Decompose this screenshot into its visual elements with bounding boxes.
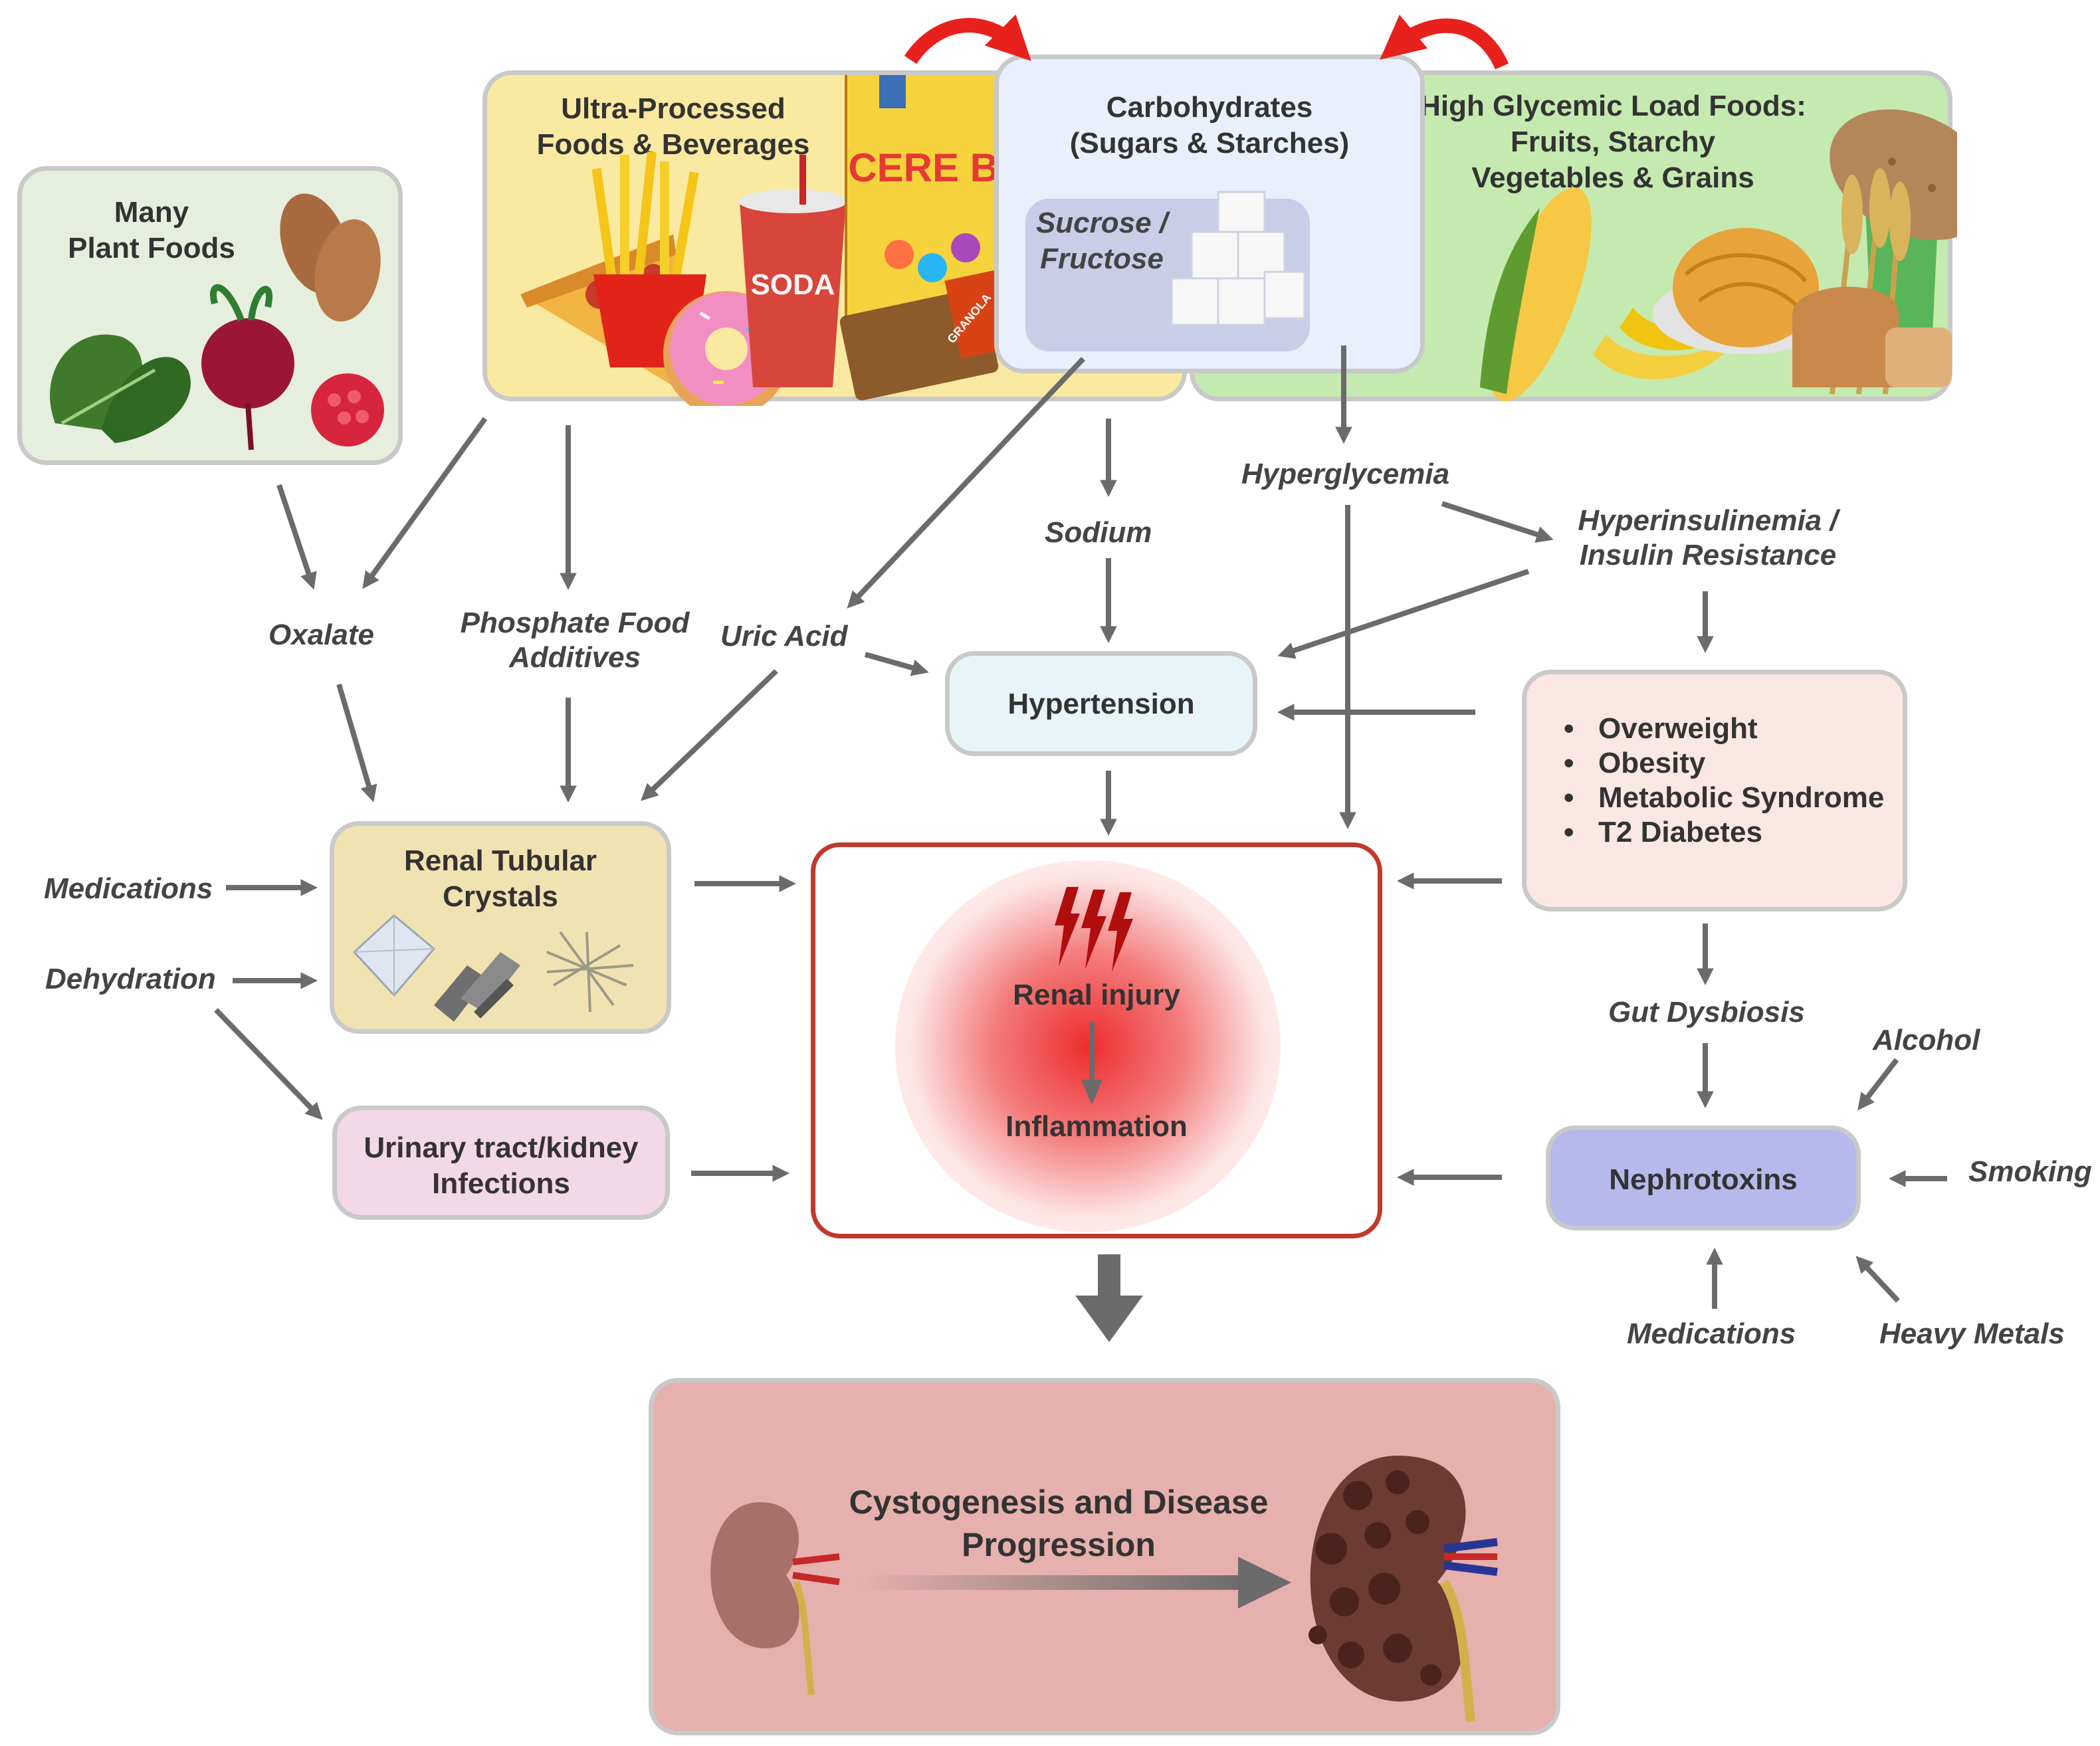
arrow-alcohol-to-nephrotoxins [1857,1058,1899,1111]
renal-crystals-box: Renal Tubular Crystals [330,821,671,1034]
progression-arrow [859,1557,1291,1608]
medications-right-label: Medications [1627,1317,1796,1350]
bread-icon [1792,286,1952,387]
arrow-uric-to-hypertension [864,652,929,676]
almond-icon [280,193,381,322]
cystogenesis-title: Cystogenesis and Disease Progression [849,1484,1269,1563]
hyperinsulinemia-label: Hyperinsulinemia / Insulin Resistance [1578,504,1838,571]
sodium-label: Sodium [1045,516,1152,549]
cystogenesis-box: Cystogenesis and Disease Progression [649,1378,1560,1735]
inflammation-label: Inflammation [1005,1110,1188,1143]
arrow-dehydration-to-infections [214,1008,323,1120]
medications-left-label: Medications [44,872,213,905]
carbohydrates-title: Carbohydrates (Sugars & Starches) [1069,91,1350,159]
phosphate-label: Phosphate Food Additives [460,607,690,674]
ultra-processed-title: Ultra-Processed Foods & Beverages [536,92,810,161]
beet-icon [201,284,294,450]
dehydration-label: Dehydration [45,963,216,995]
renal-injury-box: Renal injury Inflammation [811,842,1382,1238]
sugar-cubes-icon [1170,191,1306,326]
conditions-box: Overweight Obesity Metabolic Syndrome T2… [1522,670,1907,912]
raspberry-icon [311,373,384,446]
hypertension-box: Hypertension [945,651,1257,756]
sucrose-box: Sucrose / Fructose [1025,191,1310,351]
infections-box: Urinary tract/kidney Infections [332,1106,670,1220]
polycystic-kidney-icon [1309,1456,1498,1722]
oxalate-label: Oxalate [268,619,374,651]
renal-injury-label: Renal injury [1013,979,1180,1011]
condition-item: T2 Diabetes [1564,815,1884,850]
hyperglycemia-label: Hyperglycemia [1241,458,1450,490]
lightning-icon [1055,887,1133,972]
needle-crystal-icon [546,931,634,1013]
sucrose-label: Sucrose / Fructose [1035,207,1168,275]
carbohydrates-box: Carbohydrates (Sugars & Starches) Sucros… [994,54,1425,373]
octahedral-crystal-icon [352,914,436,997]
plant-foods-title: Many Plant Foods [68,196,235,264]
healthy-kidney-icon [710,1502,840,1696]
smoking-label: Smoking [1968,1155,2092,1188]
arrow-heavymetals-to-nephrotoxins [1855,1256,1900,1303]
arrow-plant-to-oxalate [276,484,317,590]
condition-item: Overweight [1564,712,1884,746]
condition-item: Metabolic Syndrome [1564,781,1884,815]
gut-dysbiosis-label: Gut Dysbiosis [1608,996,1805,1028]
high-glycemic-title: High Glycemic Load Foods: Fruits, Starch… [1419,90,1806,194]
plant-foods-illustration [50,193,384,450]
renal-crystals-title: Renal Tubular Crystals [403,844,597,913]
prism-crystal-icon [434,952,520,1022]
infections-title: Urinary tract/kidney Infections [364,1131,639,1200]
crystals-illustration [352,914,634,1022]
plant-foods-box: Many Plant Foods [17,166,403,465]
heavy-metals-label: Heavy Metals [1879,1317,2065,1350]
nephrotoxins-title: Nephrotoxins [1609,1163,1798,1196]
alcohol-label: Alcohol [1873,1024,1980,1056]
arrow-hyperinsulinemia-to-hypertension [1277,569,1530,659]
spinach-icon [50,334,191,443]
arrow-hyperglycemia-to-hyperinsulinemia [1441,501,1554,543]
injury-to-inflammation-arrow [1081,1021,1102,1105]
nephrotoxins-box: Nephrotoxins [1546,1125,1861,1230]
high-glycemic-illustration [1480,109,1957,401]
condition-item: Obesity [1564,746,1884,781]
soda-cup-icon: SODA [738,155,847,387]
arrow-uric-to-crystals [641,669,778,801]
uric-acid-label: Uric Acid [720,620,848,652]
red-arrow-ultra-to-carb [904,14,1031,64]
corn-icon [1480,187,1592,401]
arrow-injury-to-cystogenesis [1075,1254,1143,1342]
arrow-oxalate-to-crystals [336,683,377,803]
hypertension-title: Hypertension [1007,688,1195,720]
conditions-list: Overweight Obesity Metabolic Syndrome T2… [1564,712,1884,850]
svg-text:SODA: SODA [750,268,835,301]
cystogenesis-illustration [710,1456,1498,1722]
